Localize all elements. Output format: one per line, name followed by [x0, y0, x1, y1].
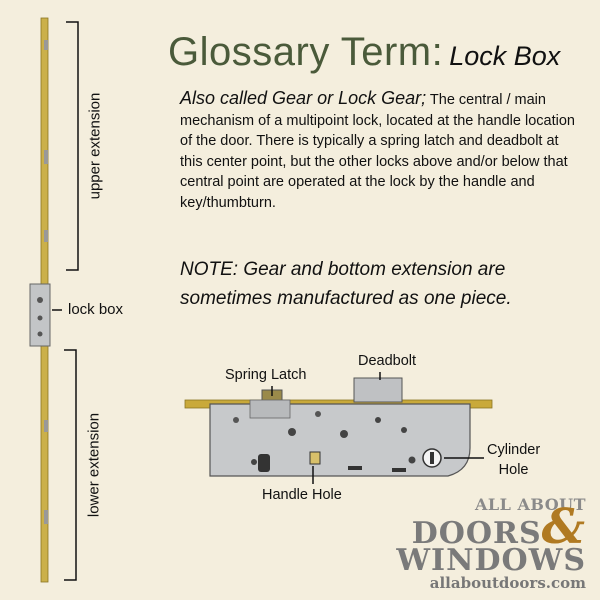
brand-doors: DOORS& [411, 499, 586, 555]
handle-hole-label: Handle Hole [262, 487, 342, 503]
page-title: Glossary Term:Lock Box [168, 30, 560, 75]
lower-extension-label: lower extension [85, 412, 103, 518]
brand-ampersand: & [541, 499, 586, 555]
lockbox-label: lock box [68, 301, 124, 318]
title-lead: Glossary Term: [168, 30, 444, 74]
mechanism-body [209, 403, 471, 477]
brand-windows: WINDOWS [396, 543, 586, 578]
brand-line1: ALL ABOUT [474, 495, 586, 514]
title-term: Lock Box [449, 41, 561, 71]
upper-extension-label: upper extension [86, 92, 104, 200]
brand-logo: ALL ABOUT DOORS& WINDOWS allaboutdoors.c… [396, 495, 586, 592]
upper-extension-bracket [66, 21, 79, 271]
alternate-names: Also called Gear or Lock Gear; [180, 88, 427, 108]
deadbolt-label: Deadbolt [358, 353, 417, 369]
note-text: NOTE: Gear and bottom extension are some… [180, 259, 512, 309]
lower-extension-strip [40, 343, 49, 583]
lockbox-body [29, 283, 51, 347]
cylinder-hole-label: Cylinder Hole [487, 442, 541, 478]
spring-latch-label: Spring Latch [225, 367, 307, 383]
deadbolt-bolt [353, 377, 403, 403]
description-body: The central / main mechanism of a multip… [180, 92, 575, 211]
term-description: Also called Gear or Lock Gear; The centr… [180, 88, 580, 213]
brand-url: allaboutdoors.com [429, 574, 586, 592]
lower-extension-bracket [64, 349, 77, 581]
handle-hole-square [309, 451, 321, 465]
